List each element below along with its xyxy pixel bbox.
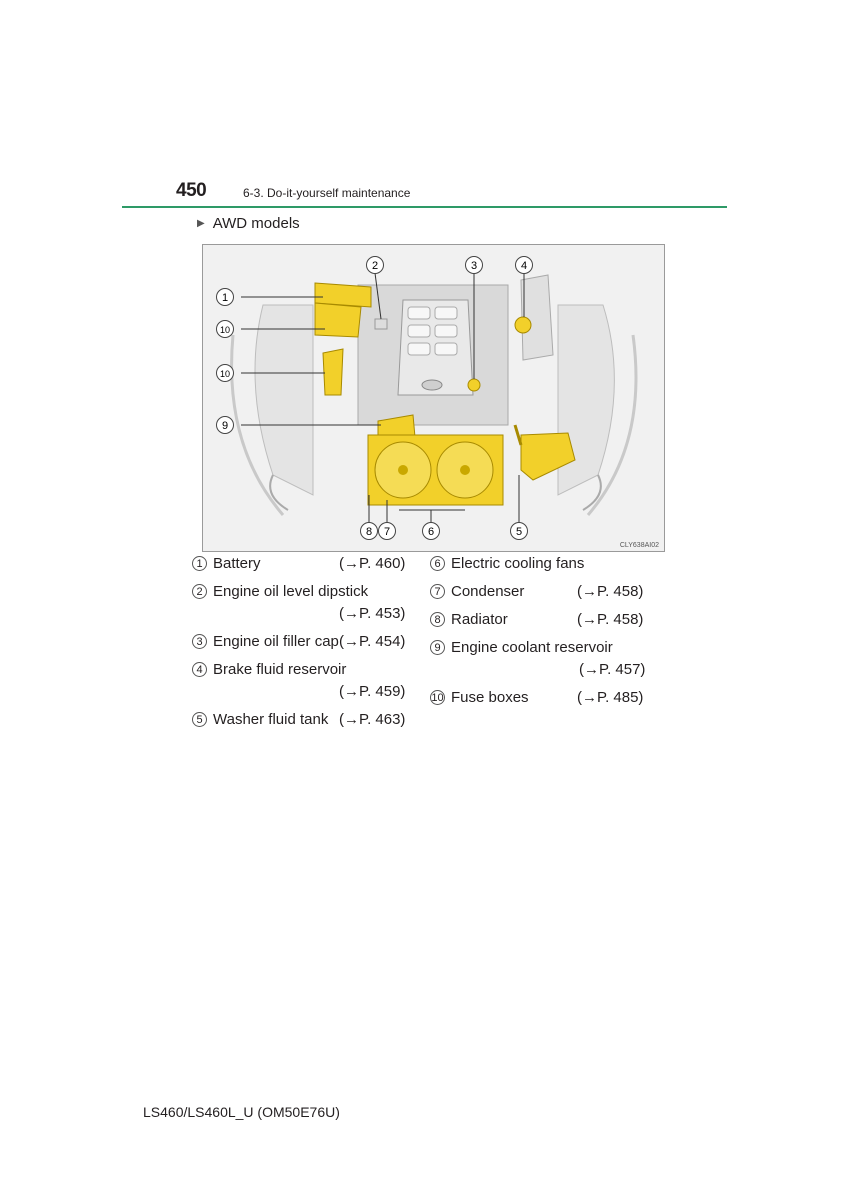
legend-item-coolant-reservoir: 9 Engine coolant reservoir: [430, 639, 613, 656]
page-footer: LS460/LS460L_U (OM50E76U): [143, 1104, 340, 1120]
legend-ref-washer-fluid: (→P. 463): [339, 711, 406, 728]
header-rule: [122, 206, 727, 208]
callout-6: 6: [428, 526, 434, 538]
callout-7: 7: [384, 526, 390, 538]
legend-ref-dipstick: (→P. 453): [339, 605, 406, 622]
legend-number: 9: [430, 640, 445, 655]
legend-item-radiator: 8 Radiator: [430, 611, 508, 628]
legend-number: 2: [192, 584, 207, 599]
legend-label: Brake fluid reservoir: [213, 661, 347, 678]
legend-item-cooling-fans: 6 Electric cooling fans: [430, 555, 584, 572]
legend-item-condenser: 7 Condenser: [430, 583, 524, 600]
legend-item-washer-fluid: 5 Washer fluid tank: [192, 711, 328, 728]
callout-9: 9: [222, 420, 228, 432]
legend-label: Radiator: [451, 611, 508, 628]
callout-10b: 10: [220, 369, 230, 379]
subhead: ▶ AWD models: [197, 215, 300, 232]
callout-3: 3: [471, 260, 477, 272]
legend-label: Engine oil filler cap: [213, 633, 339, 650]
legend-number: 3: [192, 634, 207, 649]
legend-item-dipstick: 2 Engine oil level dipstick: [192, 583, 368, 600]
legend-ref-battery: (→P. 460): [339, 555, 406, 572]
legend-number: 7: [430, 584, 445, 599]
legend-ref-brake-fluid: (→P. 459): [339, 683, 406, 700]
triangle-bullet-icon: ▶: [197, 218, 205, 229]
legend-label: Fuse boxes: [451, 689, 529, 706]
legend-item-battery: 1 Battery: [192, 555, 261, 572]
page-number: 450: [176, 180, 207, 201]
legend-label: Engine coolant reservoir: [451, 639, 613, 656]
legend-item-oil-filler-cap: 3 Engine oil filler cap: [192, 633, 339, 650]
legend-ref-oil-filler-cap: (→P. 454): [339, 633, 406, 650]
legend-label: Condenser: [451, 583, 525, 600]
legend-label: Engine oil level dipstick: [213, 583, 369, 600]
legend-item-brake-fluid: 4 Brake fluid reservoir: [192, 661, 346, 678]
legend-number: 8: [430, 612, 445, 627]
legend-label: Electric cooling fans: [451, 555, 585, 572]
legend-number: 1: [192, 556, 207, 571]
legend-ref-fuse-boxes: (→P. 485): [577, 689, 644, 706]
legend-label: Washer fluid tank: [213, 711, 329, 728]
legend-ref-condenser: (→P. 458): [577, 583, 644, 600]
legend-ref-coolant-reservoir: (→P. 457): [579, 661, 646, 678]
callout-5: 5: [516, 526, 522, 538]
subhead-label: AWD models: [212, 215, 300, 232]
legend-item-fuse-boxes: 10 Fuse boxes: [430, 689, 529, 706]
callout-1: 1: [222, 292, 228, 304]
legend-ref-radiator: (→P. 458): [577, 611, 644, 628]
callout-2: 2: [372, 260, 378, 272]
engine-compartment-figure: 1 10 10 9 2 3 4 8 7 6 5 CLY638AI02: [202, 244, 665, 552]
legend-number: 6: [430, 556, 445, 571]
callout-10a: 10: [220, 325, 230, 335]
legend-label: Battery: [213, 555, 261, 572]
legend-number: 10: [430, 690, 445, 705]
engine-compartment-illustration: 1 10 10 9 2 3 4 8 7 6 5 CLY638AI02: [203, 245, 664, 551]
legend-number: 4: [192, 662, 207, 677]
callout-4: 4: [521, 260, 527, 272]
callout-8: 8: [366, 526, 372, 538]
legend-number: 5: [192, 712, 207, 727]
figure-code: CLY638AI02: [620, 542, 659, 549]
section-title: 6-3. Do-it-yourself maintenance: [243, 186, 411, 200]
